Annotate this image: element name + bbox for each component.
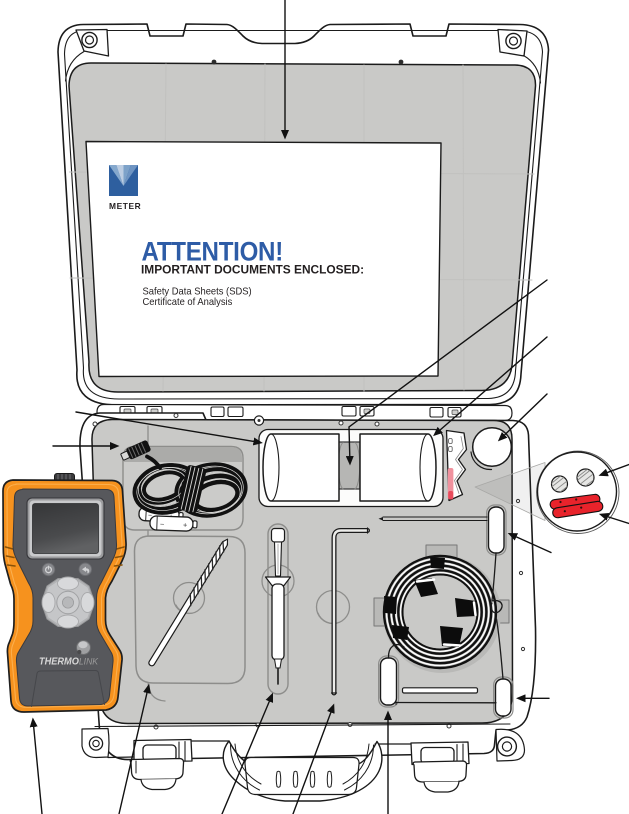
svg-text:ATTENTION!: ATTENTION!: [142, 237, 283, 266]
svg-text:IMPORTANT DOCUMENTS ENCLOSED:: IMPORTANT DOCUMENTS ENCLOSED:: [141, 263, 364, 277]
svg-text:−: −: [160, 520, 165, 529]
svg-text:+: +: [183, 520, 188, 529]
svg-text:Safety Data Sheets (SDS): Safety Data Sheets (SDS): [143, 286, 252, 297]
svg-text:METER: METER: [109, 201, 141, 211]
svg-text:−: −: [148, 512, 152, 519]
svg-text:Certificate of Analysis: Certificate of Analysis: [143, 297, 233, 308]
svg-text:THERMOLINK: THERMOLINK: [39, 656, 99, 667]
